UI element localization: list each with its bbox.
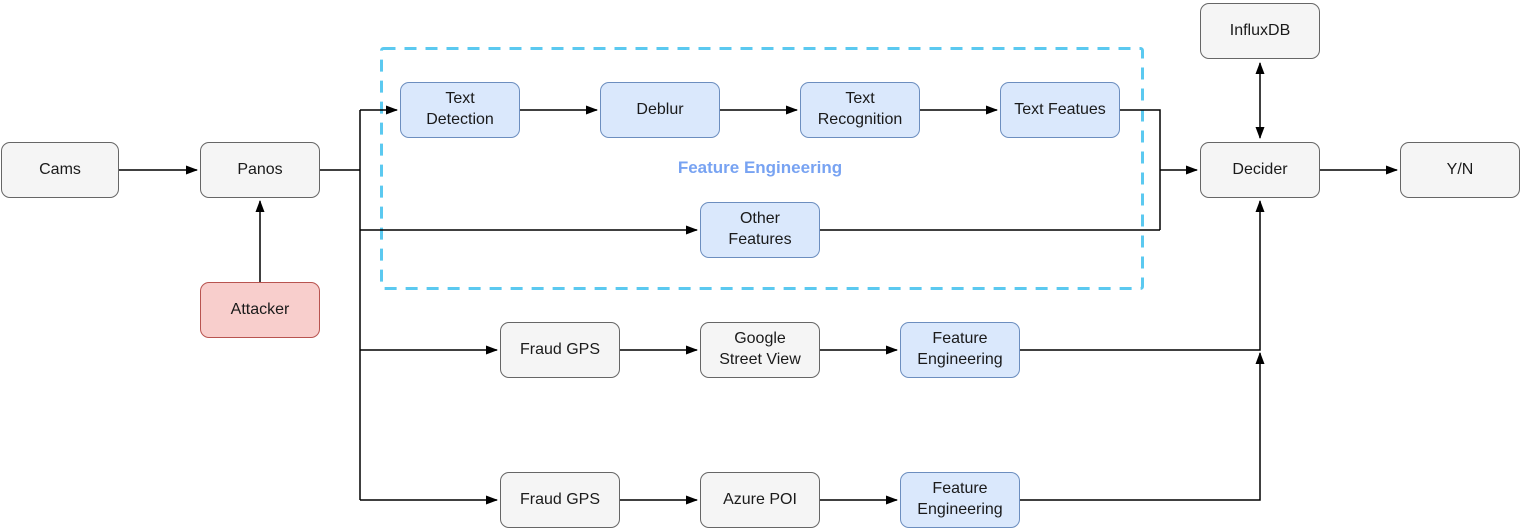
edge-text-featues-merge: [1120, 109, 1161, 230]
node-yn: Y/N: [1400, 142, 1520, 198]
node-other-features: Other Features: [700, 202, 820, 258]
node-fraud-gps-b: Fraud GPS: [500, 472, 620, 528]
node-attacker: Attacker: [200, 282, 320, 338]
node-feature-engineering-a: Feature Engineering: [900, 322, 1020, 378]
node-cams: Cams: [1, 142, 119, 198]
node-google-street-view: Google Street View: [700, 322, 820, 378]
node-feature-engineering-b: Feature Engineering: [900, 472, 1020, 528]
edge-feature-engineering-a-decider: [1020, 200, 1265, 351]
node-text-recognition: Text Recognition: [800, 82, 920, 138]
node-decider: Decider: [1200, 142, 1320, 198]
node-panos: Panos: [200, 142, 320, 198]
feature-engineering-group-label: Feature Engineering: [677, 158, 843, 177]
node-text-featues: Text Featues: [1000, 82, 1120, 138]
edge-feature-engineering-b-junction: [1020, 352, 1265, 501]
node-deblur: Deblur: [600, 82, 720, 138]
node-influxdb: InfluxDB: [1200, 3, 1320, 59]
node-fraud-gps-a: Fraud GPS: [500, 322, 620, 378]
node-azure-poi: Azure POI: [700, 472, 820, 528]
feature-engineering-group-border: [380, 47, 1144, 290]
node-text-detection: Text Detection: [400, 82, 520, 138]
